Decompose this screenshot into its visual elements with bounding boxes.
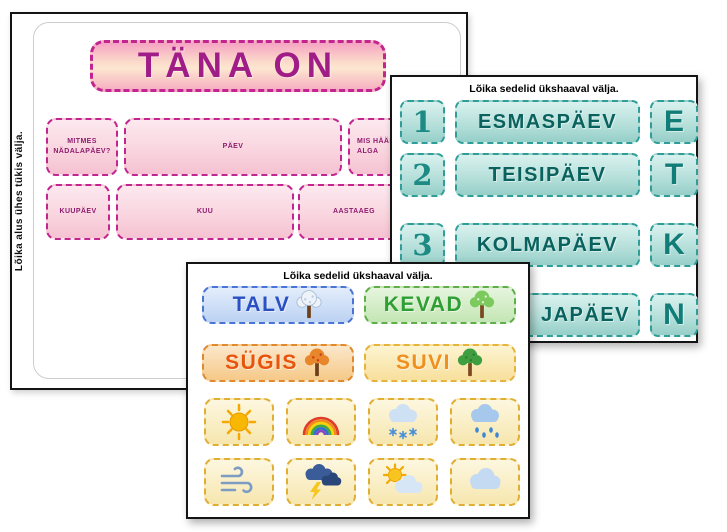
slot-date: KUUPÄEV — [46, 184, 110, 240]
title-text: TÄNA ON — [137, 46, 339, 85]
slot-day-label: PÄEV — [222, 142, 244, 150]
winter-tree-icon — [296, 290, 322, 319]
weekday-row: 2 TEISIPÄEV T — [400, 153, 698, 197]
number-card: 1 — [400, 100, 445, 144]
season-label: SUVI — [395, 351, 451, 374]
rainbow-icon — [302, 416, 340, 436]
rain-cloud-icon — [471, 404, 499, 438]
weather-card-snow — [368, 398, 438, 446]
slot-weekday-number-label: MITMES NÄDALAPÄEV? — [53, 137, 111, 156]
weekday-card: KOLMAPÄEV — [455, 223, 640, 267]
wind-icon — [220, 466, 253, 494]
initial-letter-card: E — [650, 100, 698, 144]
weather-card-cloud — [450, 458, 520, 506]
slot-month: KUU — [116, 184, 294, 240]
weekday-row: 3 KOLMAPÄEV K — [400, 223, 698, 267]
sun-icon — [221, 403, 257, 441]
weather-card-rainbow — [286, 398, 356, 446]
initial-letter-card: T — [650, 153, 698, 197]
summer-tree-icon — [457, 348, 483, 377]
title-slot: TÄNA ON — [90, 40, 386, 92]
weekday-sheet-header: Lõika sedelid ükshaaval välja. — [469, 83, 619, 95]
weather-card-sun-cloud — [368, 458, 438, 506]
number-card: 3 — [400, 223, 445, 267]
weekday-card: TEISIPÄEV — [455, 153, 640, 197]
season-label: TALV — [232, 293, 291, 316]
season-label: KEVAD — [383, 293, 464, 316]
storm-cloud-icon — [305, 464, 342, 500]
season-weather-cards-page: Lõika sedelid ükshaaval välja. TALV KEVA… — [186, 262, 530, 519]
season-card-sygis: SÜGIS — [202, 344, 354, 382]
slot-sound-line2: ALGA — [357, 148, 379, 155]
weather-card-sun — [204, 398, 274, 446]
slot-sound-line1: MIS HÄÄL — [357, 137, 395, 145]
weekday-card: ESMASPÄEV — [455, 100, 640, 144]
base-sheet-cut-note: Lõika alus ühes tükis välja. — [14, 130, 25, 272]
spring-tree-icon — [470, 290, 495, 319]
slot-sound-label: MIS HÄÄL ALGA — [350, 137, 398, 158]
initial-letter-card: K — [650, 223, 698, 267]
slot-date-label: KUUPÄEV — [59, 207, 97, 215]
slot-day: PÄEV — [124, 118, 342, 176]
number-card: 2 — [400, 153, 445, 197]
season-label: SÜGIS — [225, 351, 298, 374]
slot-month-label: KUU — [196, 207, 214, 215]
weather-card-wind — [204, 458, 274, 506]
initial-letter-card: N — [650, 293, 698, 337]
season-card-talv: TALV — [202, 286, 354, 324]
weekday-row: 1 ESMASPÄEV E — [400, 100, 698, 144]
season-card-kevad: KEVAD — [364, 286, 516, 324]
season-sheet-header: Lõika sedelid ükshaaval välja. — [283, 270, 433, 282]
slot-season-label: AASTAAEG — [333, 207, 375, 215]
cloud-icon — [470, 468, 501, 489]
sun-behind-cloud-icon — [382, 463, 423, 493]
slot-weekday-number: MITMES NÄDALAPÄEV? — [46, 118, 118, 176]
weather-card-rain — [450, 398, 520, 446]
snow-cloud-icon — [389, 404, 417, 440]
season-card-suvi: SUVI — [364, 344, 516, 382]
weather-card-storm — [286, 458, 356, 506]
autumn-tree-icon — [304, 348, 330, 377]
